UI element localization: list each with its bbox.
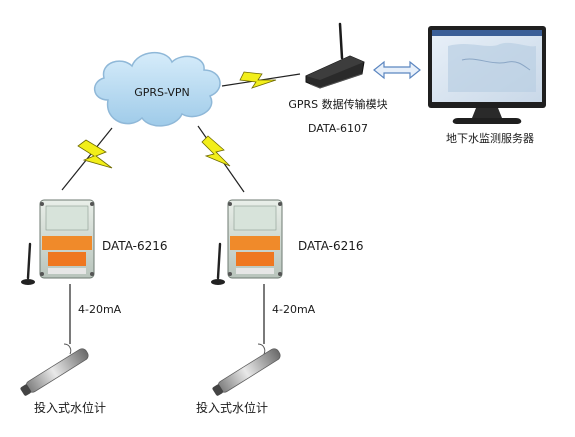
- sensor-probe-icon: [20, 343, 89, 396]
- lightning-icon: [239, 71, 277, 89]
- logger-2-model: DATA-6216: [298, 239, 364, 253]
- double-arrow-icon: [373, 60, 421, 80]
- cloud-label: GPRS-VPN: [134, 86, 190, 99]
- gprs-module-model: DATA-6107: [308, 122, 368, 135]
- sensor-1-label: 投入式水位计: [34, 400, 106, 415]
- router-icon: [305, 22, 365, 89]
- antenna-icon: [21, 242, 35, 285]
- server-label: 地下水监测服务器: [446, 132, 534, 145]
- lightning-icon: [77, 139, 113, 169]
- cloud-icon: GPRS-VPN: [94, 52, 221, 127]
- logger-1-model: DATA-6216: [102, 239, 168, 253]
- monitor-icon: [428, 26, 546, 124]
- gprs-module-label: GPRS 数据传输模块: [288, 97, 387, 111]
- sensor-2-label: 投入式水位计: [196, 400, 268, 415]
- sensor-probe-icon: [212, 343, 281, 396]
- antenna-icon: [211, 242, 225, 285]
- logger-box-icon: [227, 199, 283, 279]
- logger-box-icon: [39, 199, 95, 279]
- logger-2-signal: 4-20mA: [272, 303, 316, 316]
- logger-1-signal: 4-20mA: [78, 303, 122, 316]
- lightning-icon: [201, 135, 231, 167]
